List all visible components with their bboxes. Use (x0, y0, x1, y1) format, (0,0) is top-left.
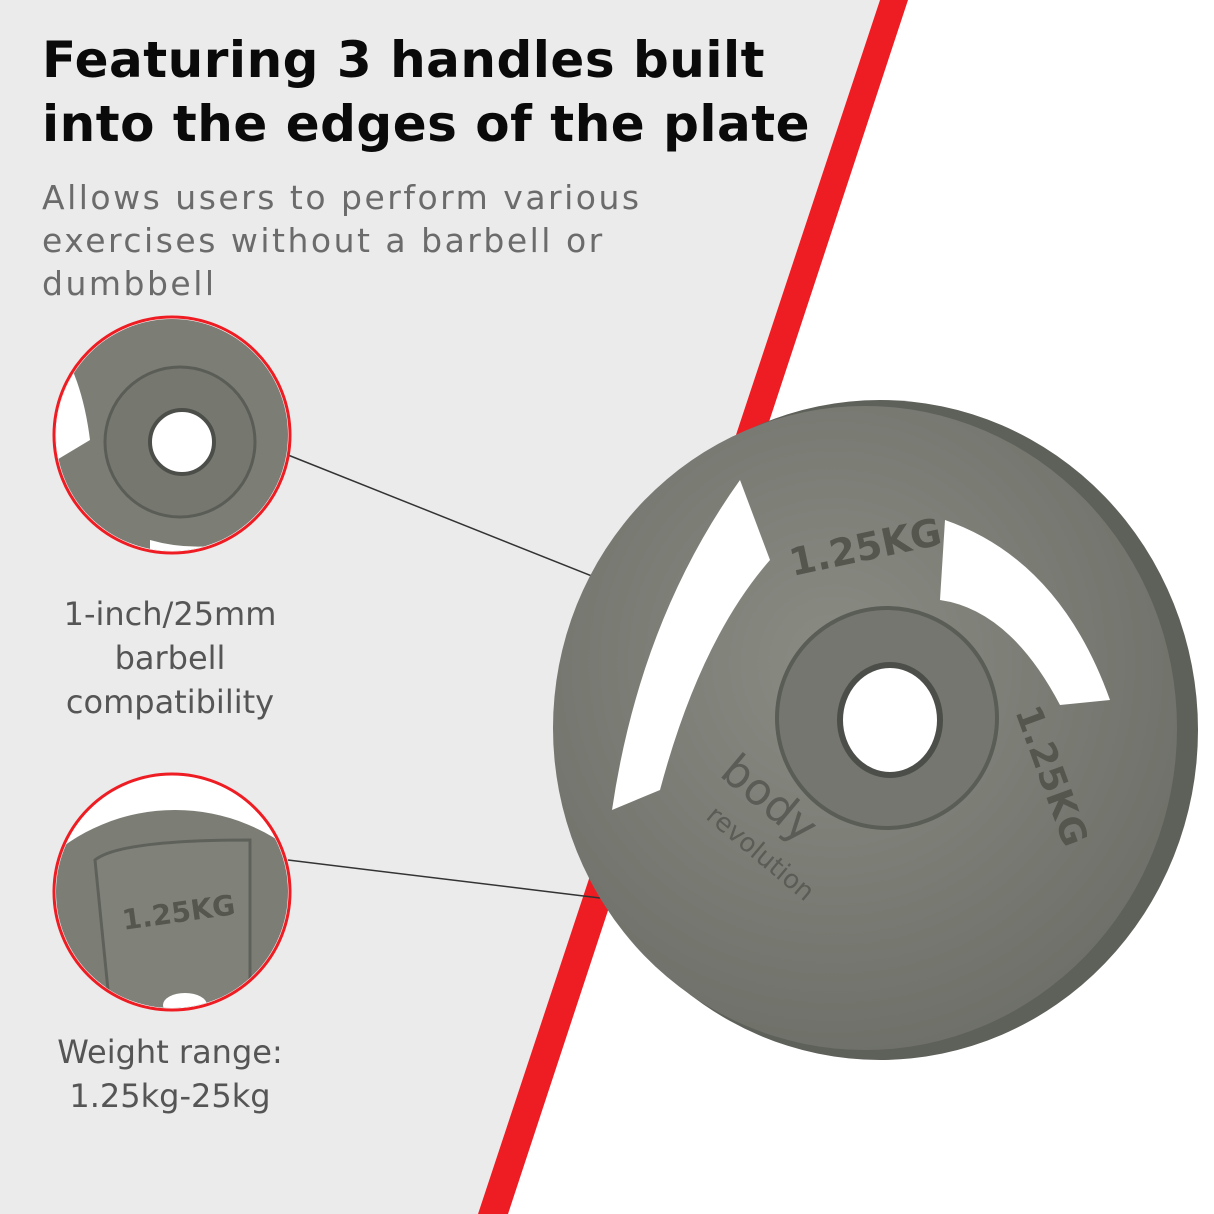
connector-line-handle (287, 859, 601, 899)
subheadline-line-2: exercises without a barbell or (42, 221, 605, 260)
subheadline-line-1: Allows users to perform various (42, 178, 642, 217)
zoom-detail-handle: 1.25KG (52, 772, 292, 1012)
weight-plate: 1.25KG 1.25KG body revolution (553, 400, 1198, 1060)
caption-line: 1.25kg-25kg (69, 1077, 271, 1115)
zoom-detail-center-hole (52, 315, 292, 555)
feature-caption-compatibility: 1-inch/25mm barbell compatibility (40, 592, 300, 724)
subheadline-line-3: dumbbell (42, 264, 217, 303)
headline: Featuring 3 handles built into the edges… (42, 28, 810, 156)
headline-line-2: into the edges of the plate (42, 95, 811, 153)
caption-line: compatibility (65, 683, 275, 721)
subheadline: Allows users to perform various exercise… (42, 176, 722, 305)
feature-caption-weight-range: Weight range: 1.25kg-25kg (40, 1030, 300, 1118)
headline-line-1: Featuring 3 handles built (42, 31, 766, 89)
caption-line: barbell (114, 639, 226, 677)
caption-line: Weight range: (57, 1033, 283, 1071)
caption-line: 1-inch/25mm (63, 595, 277, 633)
